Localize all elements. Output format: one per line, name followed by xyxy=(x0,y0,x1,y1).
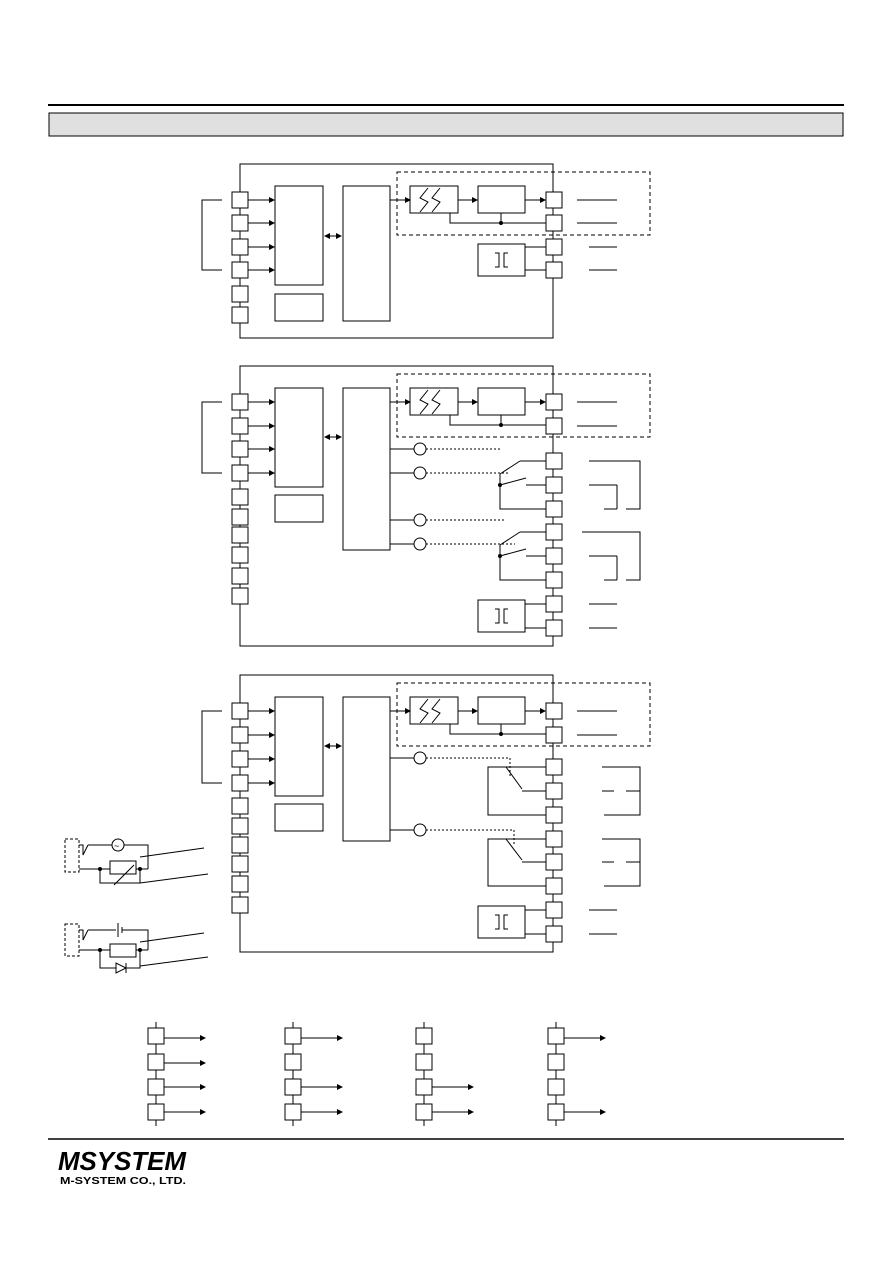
input-example-circuit-2 xyxy=(64,923,209,974)
input-example-circuit-1: ~ xyxy=(64,838,209,886)
block-diagram-3 xyxy=(201,674,651,953)
section-title-bar xyxy=(48,112,844,137)
company-logo-mark: MSYSTEM xyxy=(58,1146,187,1176)
terminal-variant-c xyxy=(415,1022,474,1126)
block-diagram-2 xyxy=(201,365,651,647)
terminal-variant-b xyxy=(284,1022,343,1126)
terminal-variant-a xyxy=(147,1022,206,1126)
company-name: M-SYSTEM CO., LTD. xyxy=(60,1175,186,1187)
terminal-variant-d xyxy=(547,1022,606,1126)
block-diagram-1 xyxy=(201,163,651,339)
svg-text:~: ~ xyxy=(114,841,119,851)
